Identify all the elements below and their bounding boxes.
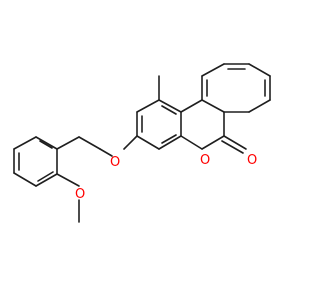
benzyloxy-linker bbox=[78, 135, 138, 157]
oxygen-labels: O O O O bbox=[75, 153, 257, 202]
carbonyl-oxygen-label: O bbox=[247, 153, 257, 168]
methoxy-oxygen-label: O bbox=[75, 187, 85, 202]
ether-oxygen-label: O bbox=[110, 155, 120, 170]
ring-oxygen-label: O bbox=[200, 153, 210, 168]
molecule-canvas: O O O O bbox=[13, 63, 271, 223]
benzene-ring-middle bbox=[136, 75, 182, 150]
benzene-ring-top bbox=[201, 63, 271, 113]
lactone-ring bbox=[180, 99, 247, 154]
molecule-structure: O O O O bbox=[13, 63, 271, 223]
benzene-ring-bottom bbox=[13, 136, 80, 223]
